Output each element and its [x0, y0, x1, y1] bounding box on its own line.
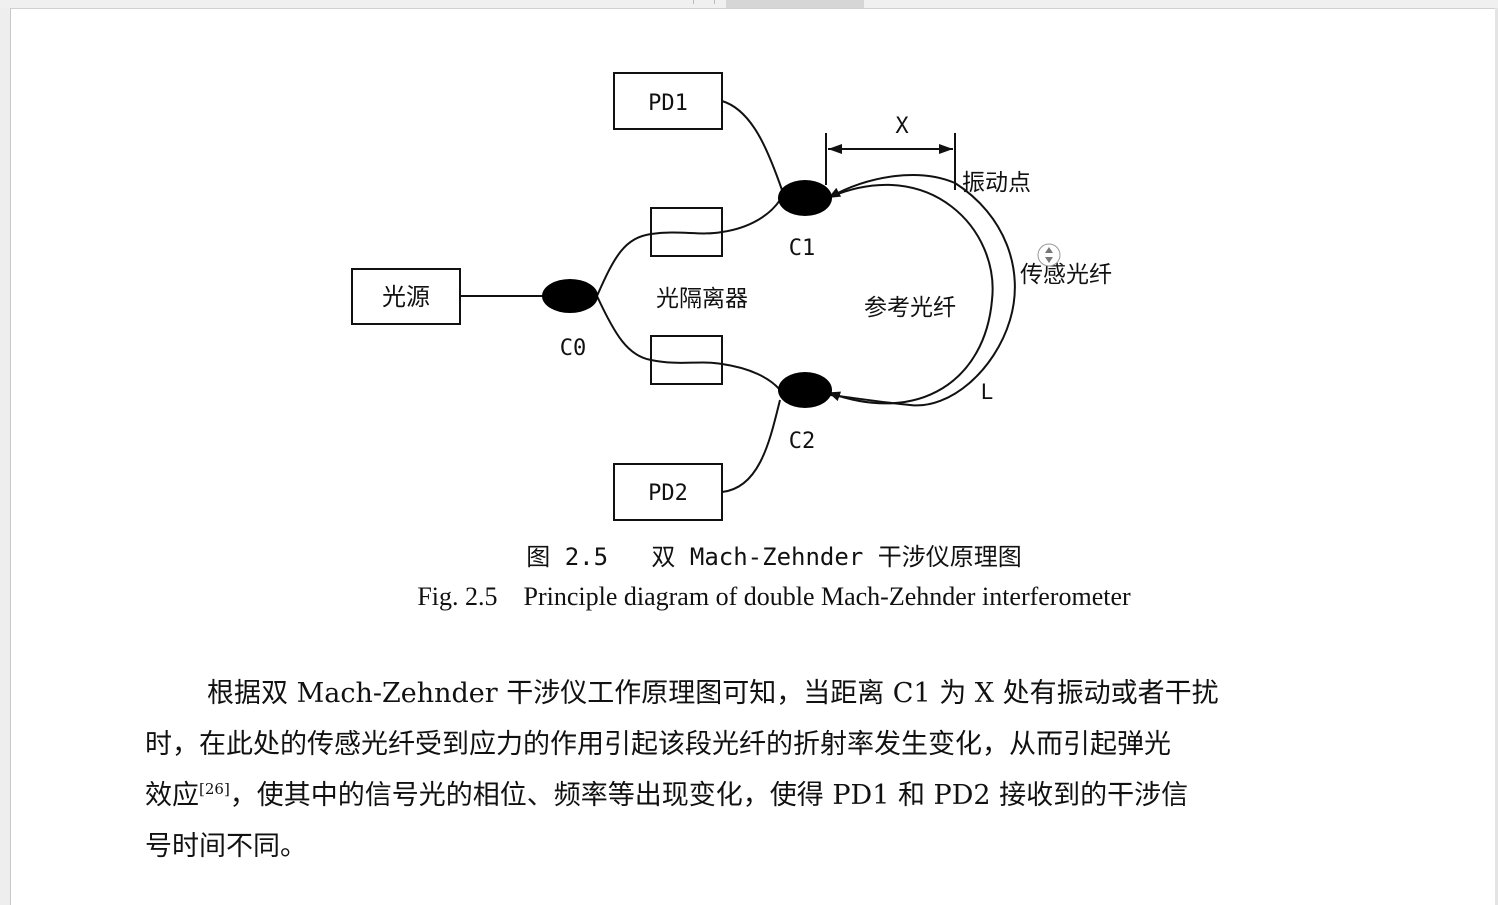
x-label: X	[895, 114, 909, 139]
coupler-c2	[778, 372, 832, 408]
c2-label: C2	[789, 429, 816, 454]
paragraph-line-2: 时，在此处的传感光纤受到应力的作用引起该段光纤的折射率发生变化，从而引起弹光	[145, 729, 1171, 760]
sensing-fiber-loop	[829, 182, 1016, 407]
c0-label: C0	[560, 336, 587, 361]
isolator-label: 光隔离器	[656, 286, 748, 312]
paragraph-line-1: 根据双 Mach-Zehnder 干涉仪工作原理图可知，当距离 C1 为 X 处…	[207, 678, 1219, 709]
light-source-label: 光源	[382, 283, 430, 311]
sensing-fiber-top	[828, 174, 956, 198]
paragraph-line-3: 效应[26]，使其中的信号光的相位、频率等出现变化，使得 PD1 和 PD2 接…	[145, 770, 1349, 821]
paragraph-line-3-start: 效应	[145, 780, 199, 811]
reference-fiber-label: 参考光纤	[864, 295, 956, 321]
paragraph-line-4: 号时间不同。	[145, 831, 307, 862]
mach-zehnder-diagram: PD1 PD2 光源 C0 C1 C2 X 振	[351, 72, 1112, 521]
page-left-edge	[0, 8, 11, 905]
pd2-box	[613, 463, 723, 521]
paragraph-line-3-end: ，使其中的信号光的相位、频率等出现变化，使得 PD1 和 PD2 接收到的干涉信	[229, 780, 1189, 811]
coupler-c0	[542, 279, 598, 313]
x-dim-arrow-right	[939, 144, 953, 154]
isolator-lower-box	[650, 335, 723, 385]
c1-to-pd1-fiber	[721, 100, 783, 191]
pd1-label: PD1	[648, 91, 688, 116]
light-source-box	[351, 268, 461, 325]
c0-upper-branch	[596, 199, 781, 297]
pd2-label: PD2	[648, 481, 688, 506]
top-bar-handle[interactable]	[693, 0, 715, 4]
reference-fiber-loop	[828, 184, 994, 405]
coupler-c1	[778, 180, 832, 216]
page-right-edge	[1495, 8, 1498, 905]
sensing-fiber-label: 传感光纤	[1020, 262, 1112, 288]
citation-26[interactable]: [26]	[199, 780, 230, 798]
x-dim-arrow-left	[828, 144, 842, 154]
c0-lower-branch	[596, 295, 781, 391]
c2-to-pd2-fiber	[721, 399, 781, 493]
scroll-cursor-icon	[1037, 243, 1061, 267]
figure-caption-chinese: 图 2.5 双 Mach-Zehnder 干涉仪原理图	[526, 543, 1022, 571]
figure-caption-english: Fig. 2.5 Principle diagram of double Mac…	[417, 582, 1131, 611]
top-bar-tab[interactable]	[726, 0, 864, 8]
vibration-point-label: 振动点	[962, 170, 1031, 196]
l-label: L	[981, 380, 994, 404]
body-paragraph: 根据双 Mach-Zehnder 干涉仪工作原理图可知，当距离 C1 为 X 处…	[145, 668, 1349, 872]
c1-label: C1	[789, 236, 816, 261]
viewer-top-bar	[0, 0, 1498, 9]
